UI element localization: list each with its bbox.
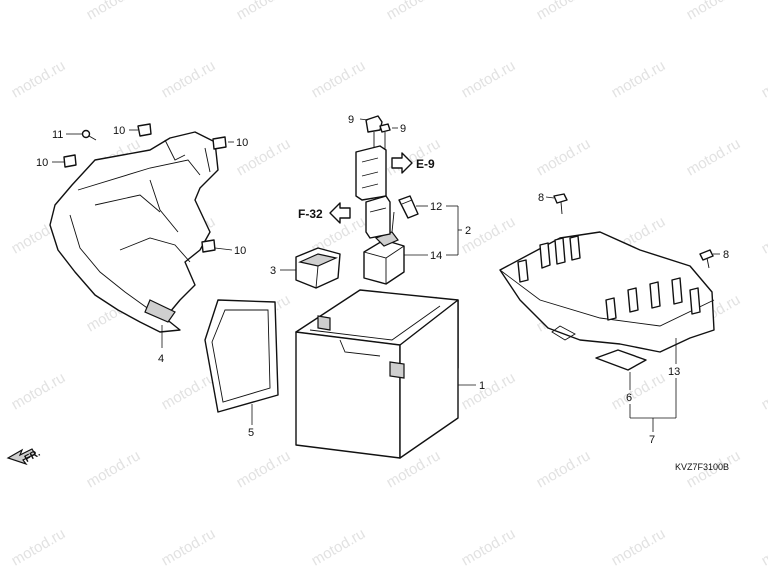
callout-10-c: 10 — [36, 157, 48, 169]
watermark-text: motod.ru — [159, 57, 219, 101]
watermark-text: motod.ru — [309, 525, 369, 569]
callout-8-b: 8 — [723, 249, 729, 261]
screw-part-11 — [81, 129, 97, 141]
watermark-text: motod.ru — [9, 57, 69, 101]
callout-4: 4 — [158, 353, 164, 365]
ref-f32-label: F-32 — [298, 207, 323, 221]
watermark-text: motod.ru — [234, 447, 294, 491]
callout-3: 3 — [270, 265, 276, 277]
bolts-part-9 — [355, 115, 391, 239]
watermark-text: motod.ru — [684, 135, 744, 179]
watermark-text: motod.ru — [159, 369, 219, 413]
front-direction-label: FR. — [23, 448, 43, 465]
watermark-text: motod.ru — [759, 57, 768, 101]
watermark-text: motod.ru — [534, 447, 594, 491]
watermark-text: motod.ru — [609, 369, 669, 413]
callout-11: 11 — [52, 129, 63, 141]
watermark-text: motod.ru — [384, 0, 444, 23]
watermark-text: motod.ru — [9, 525, 69, 569]
watermark-text: motod.ru — [459, 369, 519, 413]
callout-10-d: 10 — [234, 245, 246, 257]
front-direction-icon — [6, 448, 36, 466]
battery-pad-part-5 — [204, 299, 279, 413]
watermark-text: motod.ru — [159, 525, 219, 569]
callout-9-b: 9 — [400, 123, 406, 135]
watermark-text: motod.ru — [534, 135, 594, 179]
screws-part-8 — [553, 193, 714, 269]
callout-6: 6 — [626, 392, 632, 404]
callout-5: 5 — [248, 427, 254, 439]
callout-1: 1 — [479, 380, 485, 392]
callout-13: 13 — [668, 366, 680, 378]
battery-part-1 — [295, 289, 459, 459]
watermark-text: motod.ru — [234, 0, 294, 23]
callout-10-b: 10 — [236, 137, 248, 149]
callout-8-a: 8 — [538, 192, 544, 204]
callout-9-a: 9 — [348, 114, 354, 126]
starter-relay-part-14 — [363, 211, 405, 285]
ref-e9-label: E-9 — [416, 157, 435, 171]
watermark-text: motod.ru — [84, 0, 144, 23]
callout-10-a: 10 — [113, 125, 125, 137]
fuse-box-part-13 — [499, 231, 715, 353]
leader-lines — [52, 118, 720, 432]
callout-labels: 11 10 10 10 10 4 5 3 9 9 12 14 2 1 8 8 1… — [36, 114, 729, 446]
diagram-code: KVZ7F3100B — [675, 462, 729, 472]
clip-nuts-part-10 — [63, 123, 227, 253]
arrow-to-e9 — [391, 152, 413, 174]
watermark-text: motod.ru — [309, 57, 369, 101]
callout-7: 7 — [649, 434, 655, 446]
watermark-text: motod.ru — [9, 369, 69, 413]
watermark-text: motod.ru — [459, 57, 519, 101]
watermark-text: motod.ru — [759, 369, 768, 413]
watermark-text: motod.ru — [759, 213, 768, 257]
watermark-text: motod.ru — [684, 0, 744, 23]
callout-12: 12 — [430, 201, 442, 213]
watermark-text: motod.ru — [609, 525, 669, 569]
rubber-holder-part-3 — [295, 247, 341, 289]
callout-14: 14 — [430, 250, 442, 262]
watermark-text: motod.ru — [609, 57, 669, 101]
watermark-text: motod.ru — [84, 447, 144, 491]
watermark-text: motod.ru — [759, 525, 768, 569]
callout-2: 2 — [465, 225, 471, 237]
battery-tray-part-4 — [49, 131, 219, 333]
arrow-to-f32 — [329, 202, 351, 224]
connector-part-12 — [398, 195, 419, 219]
cover-sheet-part-6 — [595, 349, 647, 371]
watermark-text: motod.ru — [459, 525, 519, 569]
watermark-text: motod.ru — [534, 0, 594, 23]
